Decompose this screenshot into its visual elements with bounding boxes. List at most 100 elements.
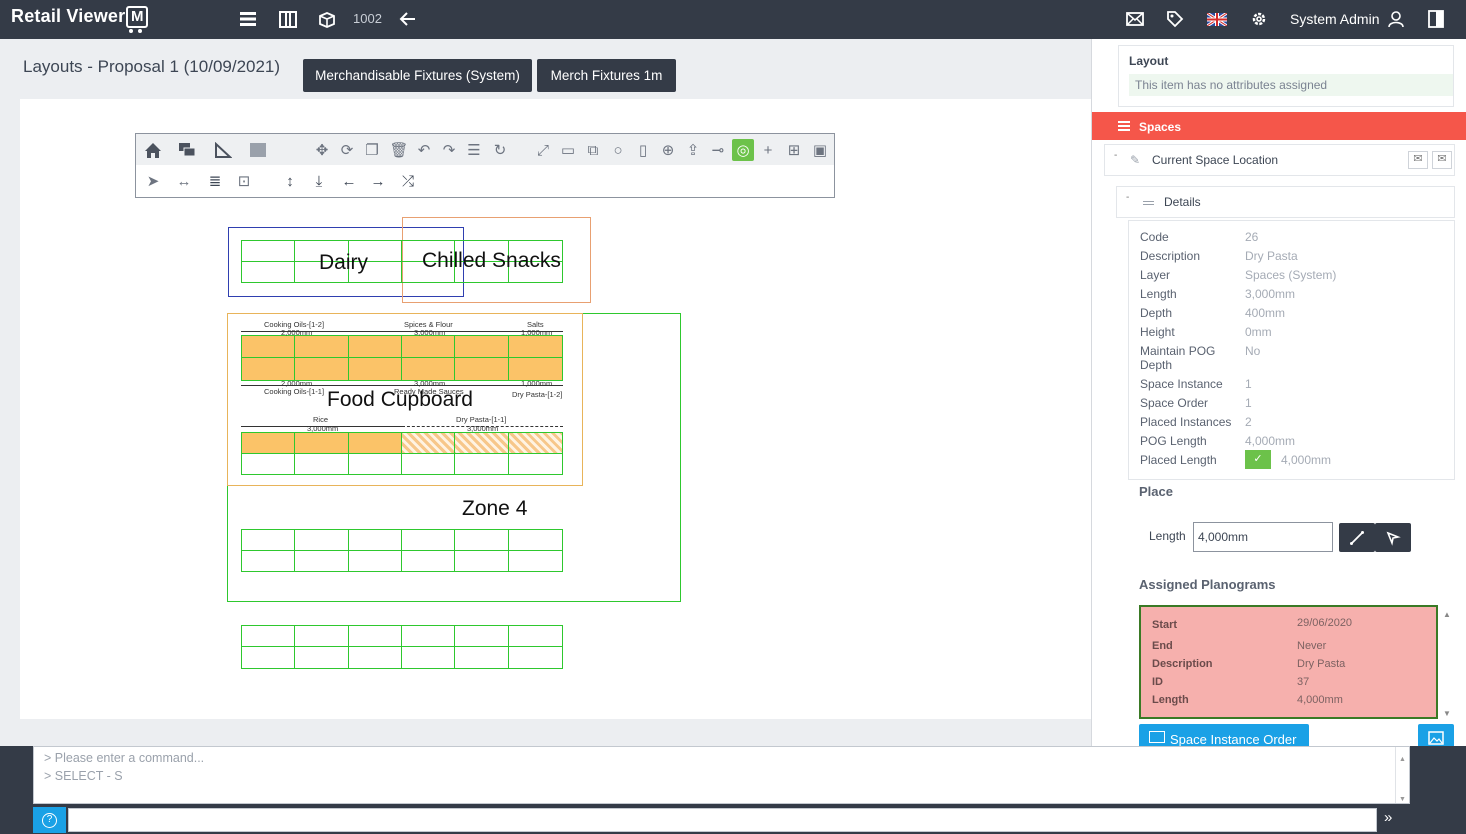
zone-food-cupboard[interactable] xyxy=(227,313,583,486)
detail-key: Code xyxy=(1140,230,1169,244)
columns-icon[interactable] xyxy=(277,8,299,30)
back-arrow-icon[interactable] xyxy=(397,8,419,30)
shelf-fill-rice xyxy=(241,432,402,454)
export-icon[interactable]: ⇪ xyxy=(686,142,700,159)
connector-icon[interactable]: ⊸ xyxy=(711,142,725,159)
help-button[interactable]: ? xyxy=(33,807,66,833)
undo-icon[interactable]: ↶ xyxy=(417,142,431,159)
home-icon[interactable] xyxy=(142,139,164,161)
len-spices: 3,000mm xyxy=(414,328,446,337)
vertical-resize-icon[interactable]: ↕ xyxy=(286,172,294,190)
mail-icon[interactable] xyxy=(1124,8,1146,30)
command-log-line: > Please enter a command... xyxy=(44,751,205,765)
layout-canvas[interactable] xyxy=(20,99,1091,719)
tag-icon[interactable] xyxy=(1164,8,1186,30)
log-scroll-down-icon[interactable]: ▼ xyxy=(1399,796,1406,803)
current-space-section[interactable]: - ✎ Current Space Location ✉ ✉ xyxy=(1104,144,1455,176)
fixture-grid-top[interactable] xyxy=(241,240,563,283)
settings-gear-icon[interactable] xyxy=(1248,8,1270,30)
zone-chilled-snacks[interactable] xyxy=(402,217,591,303)
merchandisable-fixtures-button[interactable]: Merchandisable Fixtures (System) xyxy=(303,59,532,92)
scroll-up-icon[interactable]: ▲ xyxy=(1443,610,1451,619)
mail-remove-icon[interactable]: ✉ xyxy=(1432,151,1452,169)
list-icon[interactable]: ☰ xyxy=(467,142,481,159)
mail-out-icon[interactable]: ✉ xyxy=(1408,151,1428,169)
numbered-list-icon[interactable]: ≣ xyxy=(208,173,222,190)
package-icon[interactable] xyxy=(316,8,338,30)
move-icon[interactable]: ✥ xyxy=(315,142,329,159)
run-command-icon[interactable]: » xyxy=(1384,809,1393,826)
crosshair-icon[interactable]: ⊕ xyxy=(661,142,675,159)
place-pointer-button[interactable] xyxy=(1375,523,1411,552)
rotate-icon[interactable]: ⟳ xyxy=(340,142,354,159)
command-panel: > Please enter a command... > SELECT - S… xyxy=(0,746,1466,834)
image-button[interactable] xyxy=(1418,724,1454,746)
brand-m-icon: M xyxy=(126,6,149,28)
save-icon[interactable]: ▣ xyxy=(812,142,828,159)
fixture-grid-food-upper[interactable] xyxy=(241,335,563,381)
label-spices: Spices & Flour xyxy=(404,320,453,329)
command-input[interactable] xyxy=(68,808,1377,832)
fixture-grid-food-lower[interactable] xyxy=(241,432,563,475)
uk-flag-icon[interactable] xyxy=(1206,8,1228,30)
label-cooking-oils-bot: Cooking Oils-[1-1] xyxy=(264,387,325,396)
detail-key: Depth xyxy=(1140,306,1173,320)
panel-toggle-icon[interactable] xyxy=(1425,8,1447,30)
screen-icon[interactable]: ▭ xyxy=(560,142,576,159)
detail-value: 1 xyxy=(1245,396,1252,410)
measure-icon[interactable]: ↔ xyxy=(176,172,192,190)
shuffle-icon[interactable]: ⤮ xyxy=(401,172,414,190)
diagonal-line-icon xyxy=(1350,530,1364,545)
detail-value: 3,000mm xyxy=(1245,287,1296,301)
align-bottom-icon[interactable]: ⤓ xyxy=(315,172,323,190)
fit-icon[interactable]: ⤢ xyxy=(536,141,549,159)
fixture-grid-zone4[interactable] xyxy=(241,529,563,572)
chat-icon[interactable] xyxy=(176,139,198,161)
refresh-icon[interactable]: ↻ xyxy=(493,142,507,159)
circle-icon[interactable]: ○ xyxy=(613,141,623,159)
draw-line-button[interactable] xyxy=(1339,523,1375,552)
list-view-icon[interactable] xyxy=(237,8,259,30)
label-dry-pasta-right: Dry Pasta-[1-2] xyxy=(512,390,563,399)
scroll-down-icon[interactable]: ▼ xyxy=(1443,709,1451,718)
grid-icon[interactable]: ⊞ xyxy=(787,142,801,159)
check-circle-icon[interactable]: ✓ xyxy=(1245,450,1271,469)
len-rice: 3,000mm xyxy=(307,424,339,433)
arrow-left-icon[interactable]: ← xyxy=(341,172,357,190)
detail-value: 4,000mm xyxy=(1281,453,1332,467)
fixture-grid-bottom[interactable] xyxy=(241,625,563,669)
spaces-header[interactable]: Spaces xyxy=(1092,112,1466,140)
select-pointer-icon[interactable]: ➤ xyxy=(146,173,160,190)
user-name[interactable]: System Admin xyxy=(1290,11,1380,27)
display-icon[interactable]: ⊡ xyxy=(237,173,251,190)
layers-icon[interactable]: ⧉ xyxy=(587,141,599,159)
copy-icon[interactable]: ❐ xyxy=(365,142,379,159)
details-section[interactable]: - Details xyxy=(1116,186,1455,218)
zone-dairy[interactable] xyxy=(228,227,464,297)
len-cooking-bot: 2,000mm xyxy=(281,379,313,388)
space-instance-order-button[interactable]: Space Instance Order xyxy=(1139,724,1309,746)
zone-label-zone4: Zone 4 xyxy=(462,497,528,520)
len-dry-left: 3,000mm xyxy=(467,424,499,433)
merch-fixtures-1m-button[interactable]: Merch Fixtures 1m xyxy=(537,59,676,92)
help-icon: ? xyxy=(42,812,57,828)
add-icon[interactable]: + xyxy=(763,141,773,159)
detail-value: 2 xyxy=(1245,415,1252,429)
collapse-details-icon[interactable]: - xyxy=(1126,192,1130,203)
place-length-input[interactable] xyxy=(1193,522,1333,552)
delete-icon[interactable]: 🗑 xyxy=(389,142,409,159)
log-scroll-up-icon[interactable]: ▲ xyxy=(1399,756,1406,763)
set-square-icon[interactable] xyxy=(212,139,234,161)
hatch-fill-icon[interactable] xyxy=(247,139,269,161)
drawing-toolbar: ✥ ⟳ ❐ 🗑 ↶ ↷ ☰ ↻ ⤢ ▭ ⧉ ○ ▯ ⊕ ⇪ ⊸ ◎ + ⊞ ▣ … xyxy=(135,133,835,198)
arrow-right-icon[interactable]: → xyxy=(370,172,386,190)
user-icon[interactable] xyxy=(1385,8,1407,30)
command-log[interactable]: > Please enter a command... > SELECT - S… xyxy=(33,746,1410,804)
collapse-icon[interactable]: - xyxy=(1114,150,1118,161)
ruler-icon[interactable]: ▯ xyxy=(638,142,648,159)
redo-icon[interactable]: ↷ xyxy=(442,142,456,159)
snap-target-icon[interactable]: ◎ xyxy=(732,139,754,161)
command-log-scrollbar[interactable]: ▲ ▼ xyxy=(1395,747,1409,803)
